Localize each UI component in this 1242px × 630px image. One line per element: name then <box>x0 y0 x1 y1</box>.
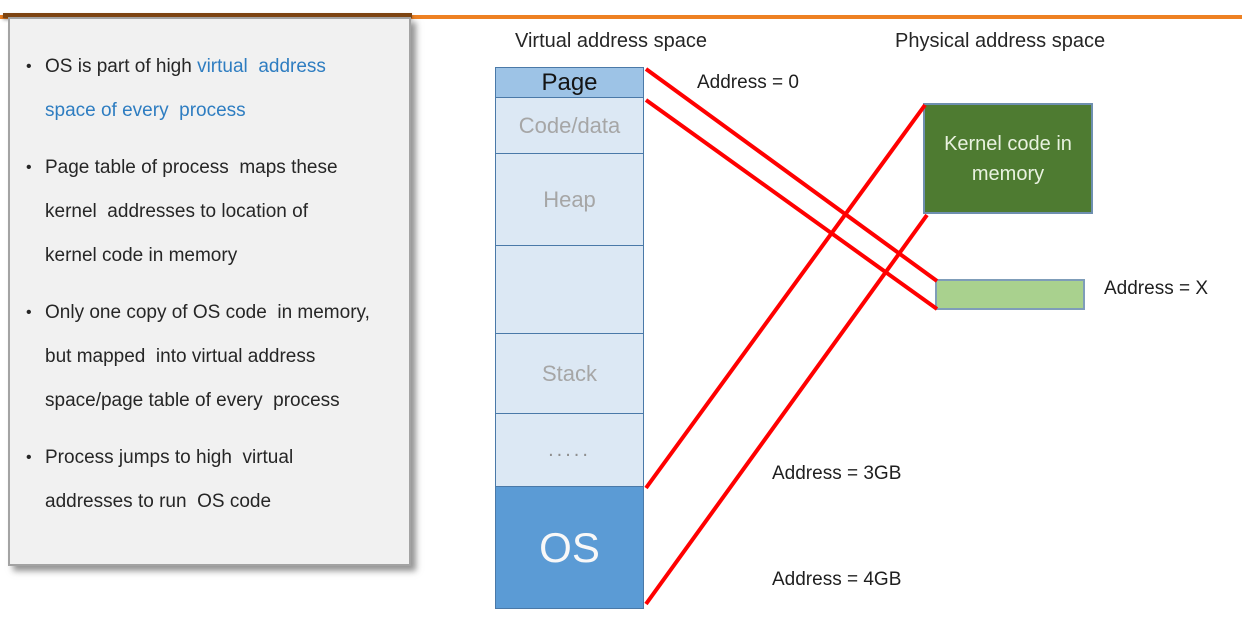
vas-cell-empty <box>496 246 643 334</box>
vas-cell-label: OS <box>539 523 600 571</box>
vas-cell-heap: Heap <box>496 154 643 246</box>
kernel-code-box: Kernel code in memory <box>923 103 1093 214</box>
note-line: addresses to run OS code <box>45 480 399 524</box>
note-line: Only one copy of OS code in memory, <box>45 291 399 335</box>
notes-box: OS is part of high virtual address space… <box>8 17 411 566</box>
note-text: Only one copy of OS code in memory, <box>45 302 370 323</box>
vas-cell-os: OS <box>496 487 643 608</box>
notes-list: OS is part of high virtual address space… <box>10 19 409 524</box>
note-line: space of every process <box>45 89 399 133</box>
note-text: but mapped into virtual address <box>45 346 316 367</box>
map-line-page-top-to-x <box>644 67 939 283</box>
note-text: kernel code in memory <box>45 245 238 266</box>
address-3gb-label: Address = 3GB <box>772 463 902 484</box>
virtual-address-space-title: Virtual address space <box>515 30 707 52</box>
note-bullet: Page table of process maps these kernel … <box>26 146 399 278</box>
note-line: kernel addresses to location of <box>45 190 399 234</box>
note-text-accent: virtual address <box>197 56 326 77</box>
vas-cell-label: Stack <box>541 360 598 386</box>
note-line: space/page table of every process <box>45 379 399 423</box>
address-x-label: Address = X <box>1104 278 1209 299</box>
vas-cell-page: Page <box>496 68 643 98</box>
note-text: space/page table of every process <box>45 390 340 411</box>
note-bullet: Only one copy of OS code in memory, but … <box>26 291 399 423</box>
top-orange-rule <box>0 15 1242 19</box>
note-text: Process jumps to high virtual <box>45 447 294 468</box>
vas-cell-label: Page <box>541 68 598 96</box>
vas-cell-label: Code/data <box>518 112 621 138</box>
top-brown-rule-over-notes-box <box>3 13 412 18</box>
vas-cell-dots: ..... <box>496 414 643 487</box>
vas-cell-code-data: Code/data <box>496 98 643 154</box>
note-line: but mapped into virtual address <box>45 335 399 379</box>
physical-address-space-title: Physical address space <box>895 30 1106 52</box>
vas-cell-label: Heap <box>543 186 596 212</box>
map-line-os-top-to-kernel <box>644 103 927 490</box>
note-text: addresses to run OS code <box>45 491 272 512</box>
note-text: Page table of process maps these <box>45 157 338 178</box>
address-4gb-label: Address = 4GB <box>772 569 902 590</box>
vas-cell-label: ..... <box>548 438 591 461</box>
note-line: kernel code in memory <box>45 234 399 278</box>
map-line-os-bottom-to-kernel <box>644 213 929 606</box>
kernel-code-label: Kernel code in memory <box>944 132 1072 185</box>
note-bullet: Process jumps to high virtual addresses … <box>26 436 399 524</box>
note-line: Process jumps to high virtual <box>45 436 399 480</box>
virtual-address-space-column: Page Code/data Heap Stack ..... OS <box>495 67 644 609</box>
note-text: OS is part of high <box>45 56 198 77</box>
vas-cell-stack: Stack <box>496 334 643 414</box>
note-text-accent: space of every process <box>45 100 246 121</box>
physical-page-bar <box>935 279 1085 310</box>
note-text: kernel addresses to location of <box>45 201 308 222</box>
address-0-label: Address = 0 <box>697 72 799 93</box>
map-line-page-bottom-to-x <box>644 98 939 311</box>
note-line: OS is part of high virtual address <box>45 45 399 89</box>
note-bullet: OS is part of high virtual address space… <box>26 45 399 133</box>
note-line: Page table of process maps these <box>45 146 399 190</box>
